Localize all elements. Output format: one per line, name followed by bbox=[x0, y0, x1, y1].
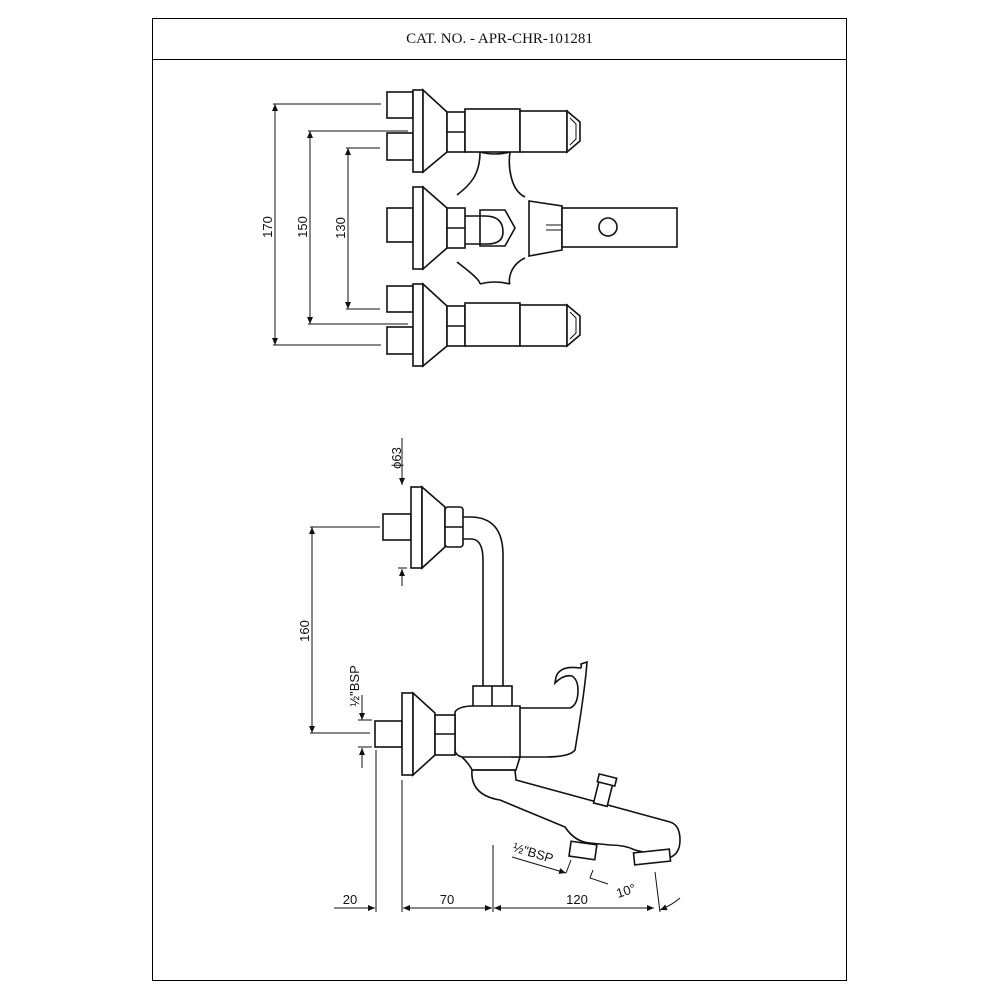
dim-70: 70 bbox=[440, 892, 454, 907]
top-valve-middle bbox=[386, 185, 678, 271]
dim-outlet-thread: ½"BSP bbox=[511, 840, 555, 866]
lower-inlet bbox=[374, 691, 456, 777]
dim-130: 130 bbox=[333, 217, 348, 239]
dim-spout-angle: 10° bbox=[614, 881, 637, 901]
top-valve-upper bbox=[386, 88, 581, 174]
side-view: ϕ63 160 ½"BSP 20 70 120 ½"BSP bbox=[297, 438, 681, 913]
spout bbox=[471, 769, 681, 859]
valve-body bbox=[454, 685, 521, 771]
top-view-dimensions: 170 150 130 bbox=[260, 103, 408, 346]
catalog-title: CAT. NO. - APR-CHR-101281 bbox=[153, 19, 846, 60]
lever-handle bbox=[511, 660, 588, 758]
top-view: 170 150 130 bbox=[260, 88, 678, 368]
dim-160: 160 bbox=[297, 620, 312, 642]
dim-170: 170 bbox=[260, 216, 275, 238]
handle-hole bbox=[598, 217, 618, 237]
drawing-frame: CAT. NO. - APR-CHR-101281 bbox=[152, 18, 847, 981]
top-valve-lower bbox=[386, 282, 581, 368]
dim-flange-diameter: ϕ63 bbox=[389, 447, 404, 469]
dim-120: 120 bbox=[566, 892, 588, 907]
dim-inlet-thread: ½"BSP bbox=[347, 665, 362, 706]
dim-150: 150 bbox=[295, 216, 310, 238]
dim-20: 20 bbox=[343, 892, 357, 907]
upper-inlet bbox=[382, 485, 464, 570]
